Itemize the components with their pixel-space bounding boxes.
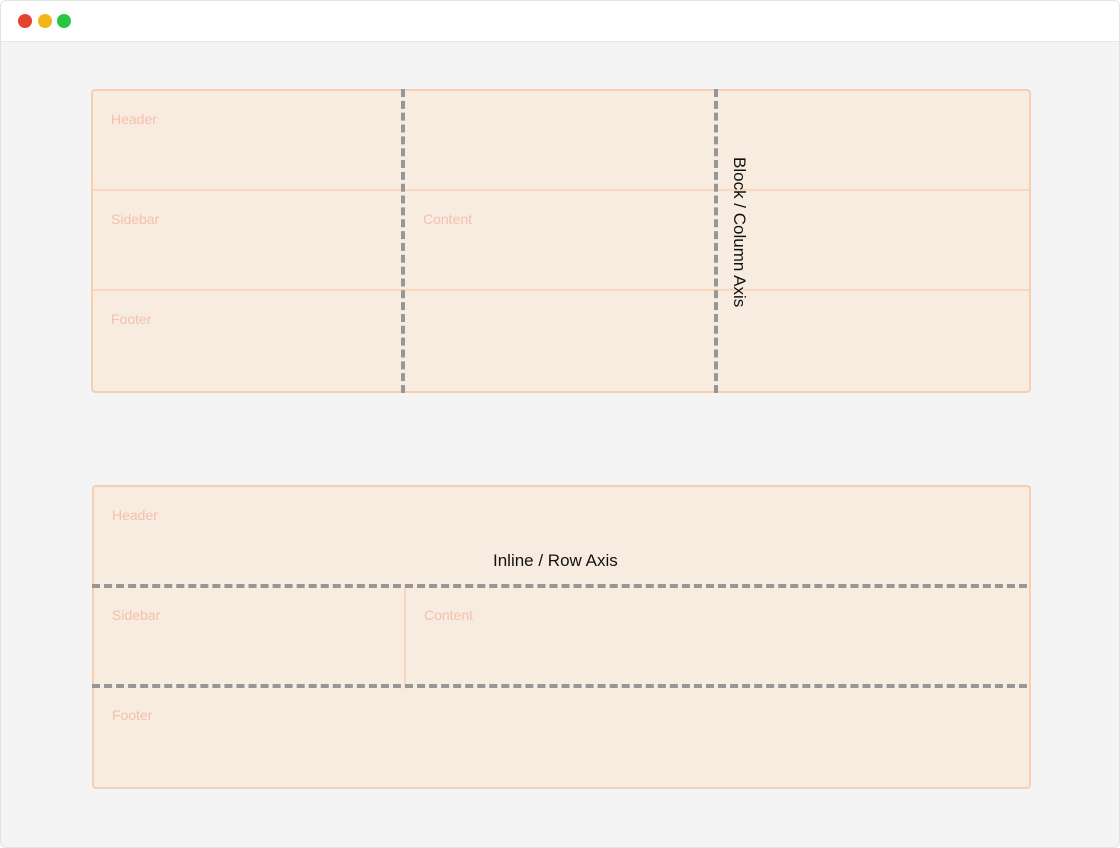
column-line-dashed <box>714 89 718 393</box>
minimize-window-button[interactable] <box>38 14 52 28</box>
row-divider <box>93 189 1029 191</box>
maximize-window-button[interactable] <box>57 14 71 28</box>
header-cell-label: Header <box>111 111 157 127</box>
row-line-dashed <box>92 584 1027 588</box>
footer-cell-label: Footer <box>111 311 152 327</box>
footer-cell-label: Footer <box>112 707 153 723</box>
close-window-button[interactable] <box>18 14 32 28</box>
inline-row-axis-label: Inline / Row Axis <box>493 551 618 570</box>
row-divider <box>93 289 1029 291</box>
sidebar-cell-label: Sidebar <box>112 607 161 623</box>
header-cell-label: Header <box>112 507 158 523</box>
row-line-dashed <box>92 684 1027 688</box>
column-divider <box>404 585 406 689</box>
content-cell-label: Content <box>423 211 473 227</box>
block-column-axis-label: Block / Column Axis <box>730 157 749 308</box>
window-titlebar <box>1 1 1119 42</box>
column-line-dashed <box>401 89 405 393</box>
column-axis-grid: Header Sidebar Content Footer Block / Co… <box>91 89 1031 393</box>
content-cell-label: Content <box>424 607 474 623</box>
row-axis-grid: Header Sidebar Content Footer Inline / R… <box>92 485 1031 789</box>
sidebar-cell-label: Sidebar <box>111 211 160 227</box>
